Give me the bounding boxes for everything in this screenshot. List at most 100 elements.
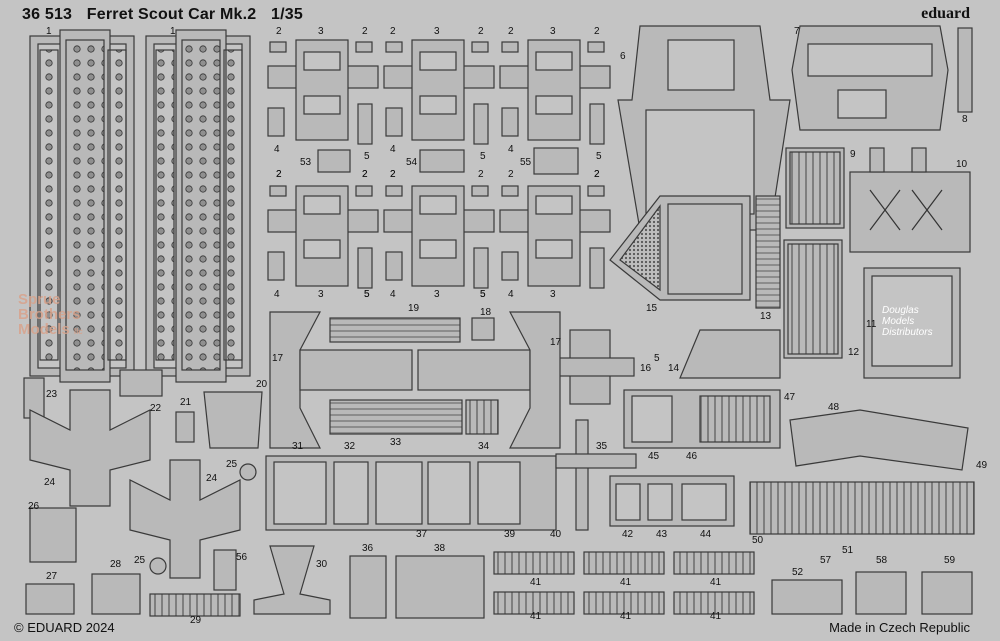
part-10-grille (849, 147, 971, 253)
part-number-label: 5 (364, 151, 370, 162)
watermark-right: Douglas Models Distributors (882, 305, 966, 338)
watermark-left-line-1: Sprue (18, 291, 61, 308)
part-number-label: 4 (508, 144, 514, 155)
part-number-label: 22 (150, 403, 162, 414)
part-41-strips (493, 551, 755, 615)
watermark-right-line-3: Distributors (882, 327, 933, 338)
part-30 (253, 545, 331, 615)
part-number-label: 17 (272, 353, 284, 364)
part-number-label: 50 (752, 535, 764, 546)
part-number-label: 25 (226, 459, 238, 470)
part-number-label: 2 (594, 26, 600, 37)
part-number-label: 3 (550, 26, 556, 37)
part-number-label: 38 (434, 543, 446, 554)
part-number-label: 28 (110, 559, 122, 570)
fret-title: 36 513 Ferret Scout Car Mk.2 1/35 (22, 6, 313, 24)
part-number-label: 26 (28, 501, 40, 512)
part-number-label: 2 (478, 169, 484, 180)
part-number-label: 11 (866, 319, 877, 330)
part-number-label: 2 (362, 169, 368, 180)
part-number-label: 37 (416, 529, 428, 540)
part-number-label: 8 (962, 114, 968, 125)
parts-45-47 (623, 389, 781, 449)
part-number-label: 5 (364, 289, 370, 300)
catalog-number: 36 513 (22, 6, 73, 23)
part-48-49-plate (789, 409, 969, 471)
part-number-label: 3 (318, 289, 324, 300)
part-number-label: 56 (236, 552, 248, 563)
part-8-strip (957, 27, 973, 113)
part-number-label: 17 (550, 337, 562, 348)
part-number-label: 19 (408, 303, 420, 314)
part-number-label: 23 (46, 389, 58, 400)
part-number-label: 51 (842, 545, 854, 556)
part-number-label: 31 (292, 441, 304, 452)
part-number-label: 41 (710, 611, 722, 622)
part-number-label: 29 (190, 615, 202, 626)
part-1-left-panel (29, 29, 135, 383)
part-number-label: 2 (276, 169, 282, 180)
part-number-label: 41 (620, 577, 632, 588)
part-number-label: 40 (550, 529, 562, 540)
part-34-strips (465, 399, 499, 435)
part-24-left (29, 389, 151, 507)
part-number-label: 5 (480, 289, 486, 300)
part-number-label: 4 (274, 144, 280, 155)
part-number-label: 41 (710, 577, 722, 588)
part-number-label: 7 (794, 26, 800, 37)
part-number-label: 2 (594, 169, 600, 180)
part-31-39-long-panel (265, 455, 557, 531)
part-6-hull-panel (617, 25, 791, 231)
watermark-right-line-2: Models (882, 316, 915, 327)
part-56 (213, 549, 237, 591)
part-28 (91, 573, 141, 615)
part-number-label: 4 (390, 144, 396, 155)
part-number-label: 36 (362, 543, 374, 554)
part-number-label: 49 (976, 460, 988, 471)
part-number-label: 2 (362, 26, 368, 37)
part-number-label: 10 (956, 159, 968, 170)
part-number-label: 33 (390, 437, 402, 448)
parts-52-59 (771, 571, 973, 615)
kit-scale: 1/35 (271, 6, 303, 23)
part-number-label: 48 (828, 402, 840, 413)
part-number-label: 52 (792, 567, 804, 578)
part-number-label: 25 (134, 555, 146, 566)
part-2-small-tabs (269, 41, 605, 197)
part-number-label: 2 (276, 26, 282, 37)
part-number-label: 54 (406, 157, 418, 168)
part-number-label: 43 (656, 529, 668, 540)
part-number-label: 2 (508, 26, 514, 37)
part-number-label: 3 (434, 26, 440, 37)
part-number-label: 57 (820, 555, 832, 566)
watermark-left: Sprue Brothers Models llc (18, 292, 83, 339)
kit-name: Ferret Scout Car Mk.2 (86, 6, 257, 23)
part-number-label: 5 (364, 289, 370, 300)
watermark-left-line-2: Brothers (18, 306, 81, 323)
part-number-label: 18 (480, 307, 492, 318)
part-1-right-panel (145, 29, 251, 383)
part-number-label: 14 (668, 363, 680, 374)
part-26 (29, 507, 77, 563)
part-number-label: 59 (944, 555, 956, 566)
part-3-frame-row-top (267, 39, 611, 141)
brand-logo: eduard (921, 5, 970, 22)
part-25-upper (239, 463, 257, 481)
part-number-label: 15 (646, 303, 658, 314)
part-number-label: 24 (206, 473, 218, 484)
part-22 (119, 369, 163, 397)
part-number-label: 41 (530, 577, 542, 588)
part-50-51-strips (749, 481, 975, 535)
copyright-text: © EDUARD 2024 (14, 620, 115, 635)
part-20-cowl (203, 391, 263, 449)
part-number-label: 2 (276, 169, 282, 180)
part-number-label: 16 (640, 363, 652, 374)
part-number-label: 45 (648, 451, 660, 462)
part-number-label: 3 (434, 289, 440, 300)
parts-42-44 (609, 475, 735, 527)
part-number-label: 24 (44, 477, 56, 488)
part-number-label: 9 (850, 149, 856, 160)
parts-53-55 (317, 147, 579, 175)
